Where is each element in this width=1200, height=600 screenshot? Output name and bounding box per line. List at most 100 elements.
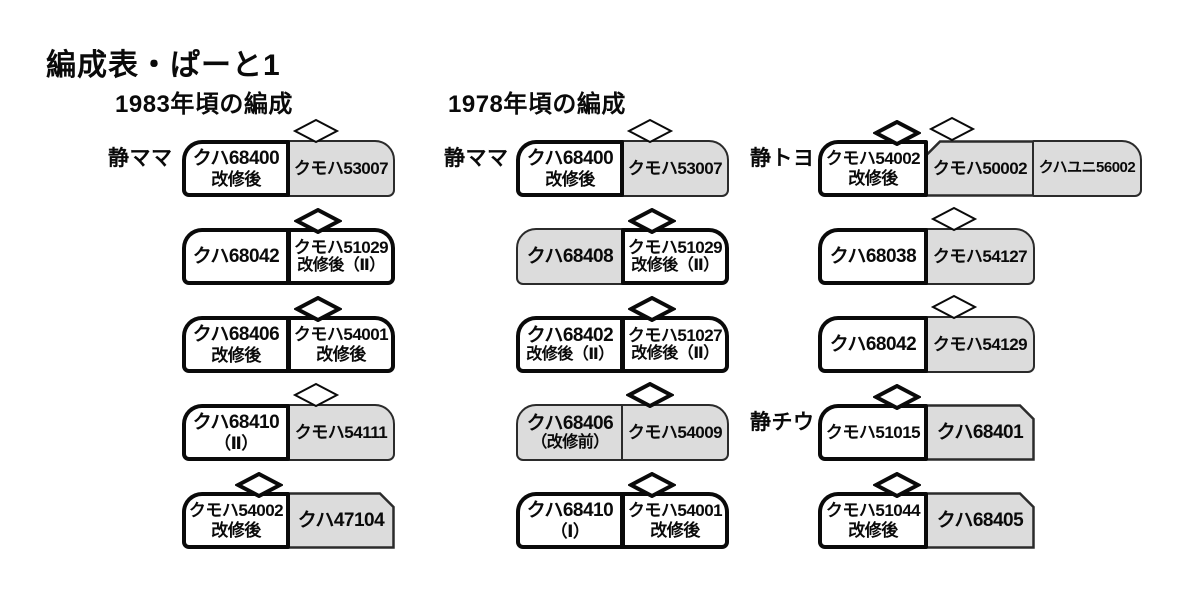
car-number: クモハ54002: [188, 501, 284, 521]
car-text: クハ68410（Ⅱ）: [192, 412, 280, 452]
train-car: クモハ54129: [925, 294, 1035, 373]
pantograph-icon: [871, 471, 923, 503]
train-consist: クハ68406（改修前） クモハ54009: [516, 381, 729, 461]
pantograph-icon: [871, 119, 923, 151]
train-consist: クハ68038 クモハ54127: [818, 206, 1035, 285]
pantograph-icon: [292, 118, 340, 149]
car-note: 改修後: [211, 169, 261, 189]
car-number: クハ68405: [936, 509, 1024, 531]
car-number: クハ68038: [829, 245, 917, 267]
train-car: クハ68406（改修前）: [516, 404, 624, 461]
car-text: クハ68042: [829, 333, 917, 355]
car-number: クモハ51029: [293, 238, 389, 258]
pantograph-icon: [928, 116, 976, 147]
car-text: クハ47104: [297, 509, 385, 531]
train-car: クモハ54127: [925, 206, 1035, 285]
car-number: クハ68406: [192, 324, 280, 346]
car-number: クハ68406: [526, 412, 614, 434]
formation-label: 静トヨ: [750, 147, 815, 170]
car-number: クハユニ56002: [1038, 159, 1136, 177]
train-car: クモハ53007: [621, 118, 729, 197]
formation-label: 静ママ: [108, 147, 173, 170]
car-number: クモハ51027: [627, 326, 723, 346]
train-car: クハ68042: [818, 316, 928, 373]
car-text: クハ68405: [936, 509, 1024, 531]
train-car: クモハ54009: [621, 381, 729, 461]
car-number: クモハ54127: [932, 246, 1028, 266]
car-note: 改修後: [211, 520, 261, 540]
car-text: クハ68410（Ⅰ）: [527, 500, 614, 541]
car-text: クハ68042: [192, 245, 280, 267]
train-car: クハ68410（Ⅱ）: [182, 404, 290, 461]
car-number: クモハ54001: [627, 501, 723, 521]
car-text: クハ68401: [936, 421, 1024, 443]
train-car: クハ68408: [516, 228, 624, 285]
car-text: クモハ54129: [932, 334, 1028, 354]
car-text: クモハ50002: [933, 159, 1028, 178]
car-number: クハ68410: [192, 412, 280, 434]
section-header-1983: 1983年頃の編成: [115, 91, 293, 118]
car-note: 改修後: [545, 169, 595, 189]
car-number: クモハ54001: [293, 325, 389, 345]
car-number: クモハ53007: [627, 158, 723, 178]
car-note: 改修後: [848, 168, 898, 188]
train-car: クハ68401: [925, 404, 1035, 461]
car-note: （Ⅰ）: [550, 521, 590, 541]
car-number: クモハ54129: [932, 334, 1028, 354]
car-number: クモハ54009: [627, 422, 723, 442]
car-number: クモハ54111: [294, 422, 388, 442]
car-number: クハ68402: [526, 324, 614, 346]
car-note: 改修後: [848, 520, 898, 540]
train-consist: クハ68042 クモハ54129: [818, 294, 1035, 373]
train-car: クハ68038: [818, 228, 928, 285]
car-number: クハ68400: [192, 148, 280, 170]
car-number: クハ47104: [297, 509, 385, 531]
train-car: クハ47104: [287, 492, 395, 549]
car-text: クモハ54009: [627, 422, 723, 442]
car-note: 改修後: [650, 520, 700, 540]
pantograph-icon: [626, 471, 678, 503]
train-car: クハ68042: [182, 228, 290, 285]
car-number: クモハ51044: [825, 501, 921, 521]
car-number: クハ68042: [829, 333, 917, 355]
car-text: クモハ53007: [627, 158, 723, 178]
pantograph-icon: [930, 294, 978, 325]
formation-label: 静ママ: [444, 147, 509, 170]
car-text: クハ68408: [527, 246, 614, 267]
pantograph-icon: [871, 383, 923, 415]
car-number: クハ68042: [192, 245, 280, 267]
car-note: 改修後（Ⅱ）: [631, 345, 719, 363]
car-number: クモハ53007: [293, 158, 389, 178]
car-number: クモハ51029: [627, 238, 723, 258]
train-car: クハ68405: [925, 492, 1035, 549]
pantograph-icon: [233, 471, 285, 503]
car-text: クハ68406（改修前）: [526, 412, 614, 452]
car-number: クハ68401: [936, 421, 1024, 443]
car-text: クモハ54111: [294, 422, 388, 442]
car-text: クハ68038: [829, 245, 917, 267]
car-number: クハ68400: [526, 148, 614, 170]
